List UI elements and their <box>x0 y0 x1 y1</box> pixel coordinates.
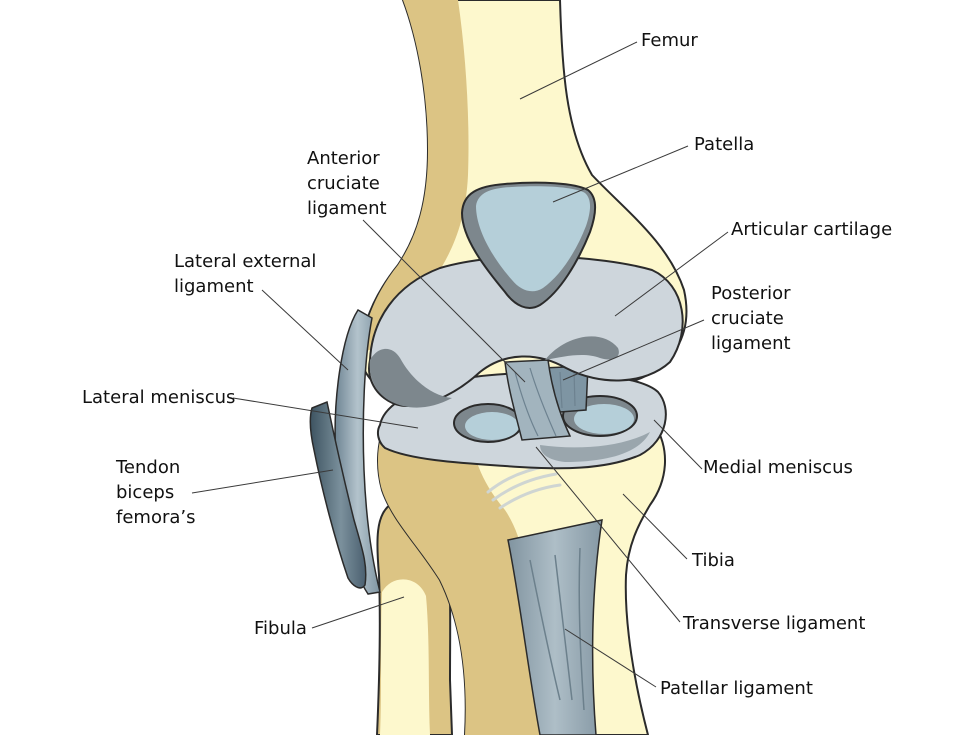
femur-shading <box>362 0 469 352</box>
leader-lateral-meniscus <box>232 397 419 429</box>
fibula-highlight <box>380 579 430 735</box>
label-lateral-meniscus: Lateral meniscus <box>82 387 236 408</box>
patella-face <box>476 186 591 292</box>
leader-transverse-ligament <box>535 446 681 623</box>
tibia-shading <box>378 425 545 735</box>
patella <box>460 181 596 309</box>
label-posterior-cruciate-ligament: Posterior cruciate ligament <box>711 283 791 354</box>
leader-anterior-cruciate <box>362 219 526 383</box>
label-articular-cartilage: Articular cartilage <box>731 219 893 240</box>
label-anterior-cruciate-ligament: Anterior cruciate ligament <box>307 148 387 219</box>
anterior-cruciate-ligament <box>504 359 572 441</box>
leader-posterior-cruciate <box>562 319 705 381</box>
articular-cartilage-rim-lateral <box>369 348 452 408</box>
label-tibia: Tibia <box>692 550 735 571</box>
label-medial-meniscus: Medial meniscus <box>703 457 853 478</box>
leader-patellar-ligament <box>564 628 657 688</box>
label-fibula: Fibula <box>254 618 307 639</box>
leader-tendon-biceps <box>191 469 334 494</box>
leader-lines <box>191 41 729 688</box>
label-lateral-external-ligament: Lateral external ligament <box>174 251 317 297</box>
leader-lateral-external <box>261 289 349 371</box>
label-patella: Patella <box>694 134 755 155</box>
label-femur: Femur <box>641 30 698 51</box>
leader-patella <box>552 145 689 203</box>
patellar-ligament <box>507 519 603 735</box>
patellar-ligament-band <box>507 519 603 735</box>
articular-cartilage-rim-medial <box>545 336 619 360</box>
medial-condyle-surface <box>574 404 634 434</box>
leader-fibula <box>311 596 405 629</box>
lateral-condyle-surface <box>465 412 519 440</box>
medial-meniscus-shadow <box>540 432 650 462</box>
label-patellar-ligament: Patellar ligament <box>660 678 813 699</box>
label-transverse-ligament: Transverse ligament <box>683 613 866 634</box>
cruciate-fibers <box>514 367 576 437</box>
leader-femur <box>519 41 638 100</box>
leader-medial-meniscus <box>653 419 703 470</box>
leader-articular-cartilage <box>614 231 729 317</box>
leader-tibia <box>622 493 688 560</box>
articular-cartilage <box>368 255 684 408</box>
patellar-ligament-fibers <box>529 547 585 711</box>
label-tendon-biceps-femoras: Tendon biceps femora’s <box>116 457 196 528</box>
tendon-biceps-femoras <box>309 400 367 589</box>
